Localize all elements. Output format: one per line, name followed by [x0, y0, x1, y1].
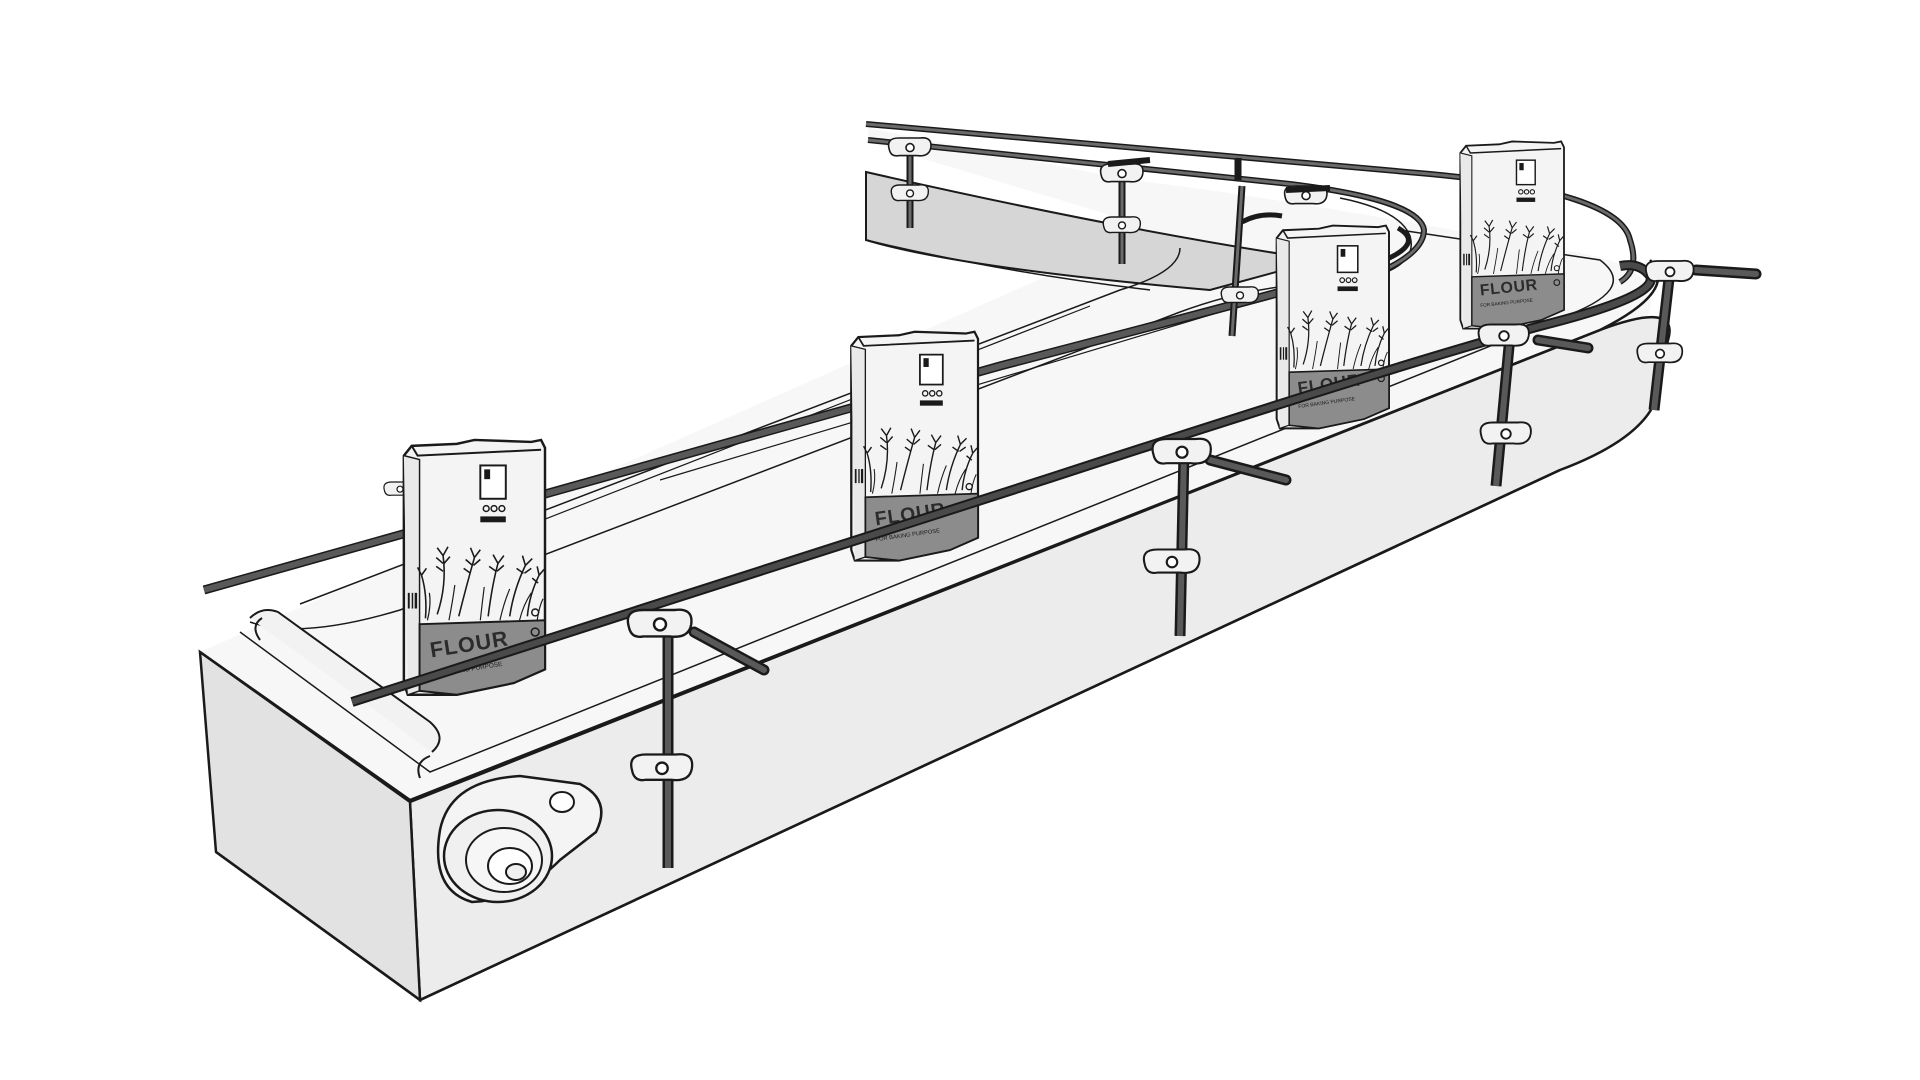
- front-guide-rail: [350, 259, 1762, 868]
- drive-motor: [436, 774, 603, 904]
- bag-subtitle: FOR BAKING PURPOSE: [1480, 298, 1533, 308]
- flour-bag: FLOUR FOR BAKING PURPOSE: [402, 438, 547, 696]
- bag-title: FLOUR: [1479, 277, 1539, 300]
- flour-bag: FLOUR FOR BAKING PURPOSE: [1459, 140, 1565, 330]
